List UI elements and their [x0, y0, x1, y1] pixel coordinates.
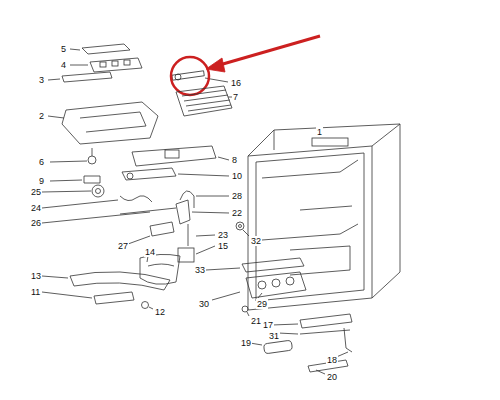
callout-number: 25: [30, 187, 42, 197]
callout-number: 32: [250, 236, 262, 246]
callout-number: 19: [240, 338, 252, 348]
callout-number: 27: [117, 241, 129, 251]
callout-number: 4: [60, 60, 67, 70]
callout-number: 29: [256, 299, 268, 309]
callout-number: 7: [232, 92, 239, 102]
callout-number: 22: [231, 208, 243, 218]
callout-number: 6: [38, 157, 45, 167]
callout-number: 3: [38, 75, 45, 85]
callout-number: 16: [230, 78, 242, 88]
callout-number: 5: [60, 44, 67, 54]
callout-number: 26: [30, 218, 42, 228]
callout-number: 28: [231, 191, 243, 201]
callout-number: 13: [30, 271, 42, 281]
callout-number: 14: [144, 247, 156, 257]
callout-number: 1: [316, 127, 323, 137]
callout-number: 15: [217, 241, 229, 251]
callout-number: 2: [38, 111, 45, 121]
callout-number: 23: [217, 230, 229, 240]
callout-number: 17: [262, 320, 274, 330]
cabinet-liner: [248, 124, 400, 310]
callout-number: 12: [154, 307, 166, 317]
callout-number: 33: [194, 265, 206, 275]
callout-number: 24: [30, 203, 42, 213]
part-16: [172, 71, 228, 82]
callout-number: 20: [326, 372, 338, 382]
callout-number: 21: [250, 316, 262, 326]
part-5: [82, 44, 130, 54]
callout-number: 11: [30, 287, 41, 297]
callout-number: 8: [231, 155, 238, 165]
callout-number: 30: [198, 299, 210, 309]
callout-number: 10: [231, 171, 243, 181]
callout-number: 9: [38, 176, 45, 186]
callout-number: 31: [268, 331, 280, 341]
callout-number: 18: [326, 355, 338, 365]
